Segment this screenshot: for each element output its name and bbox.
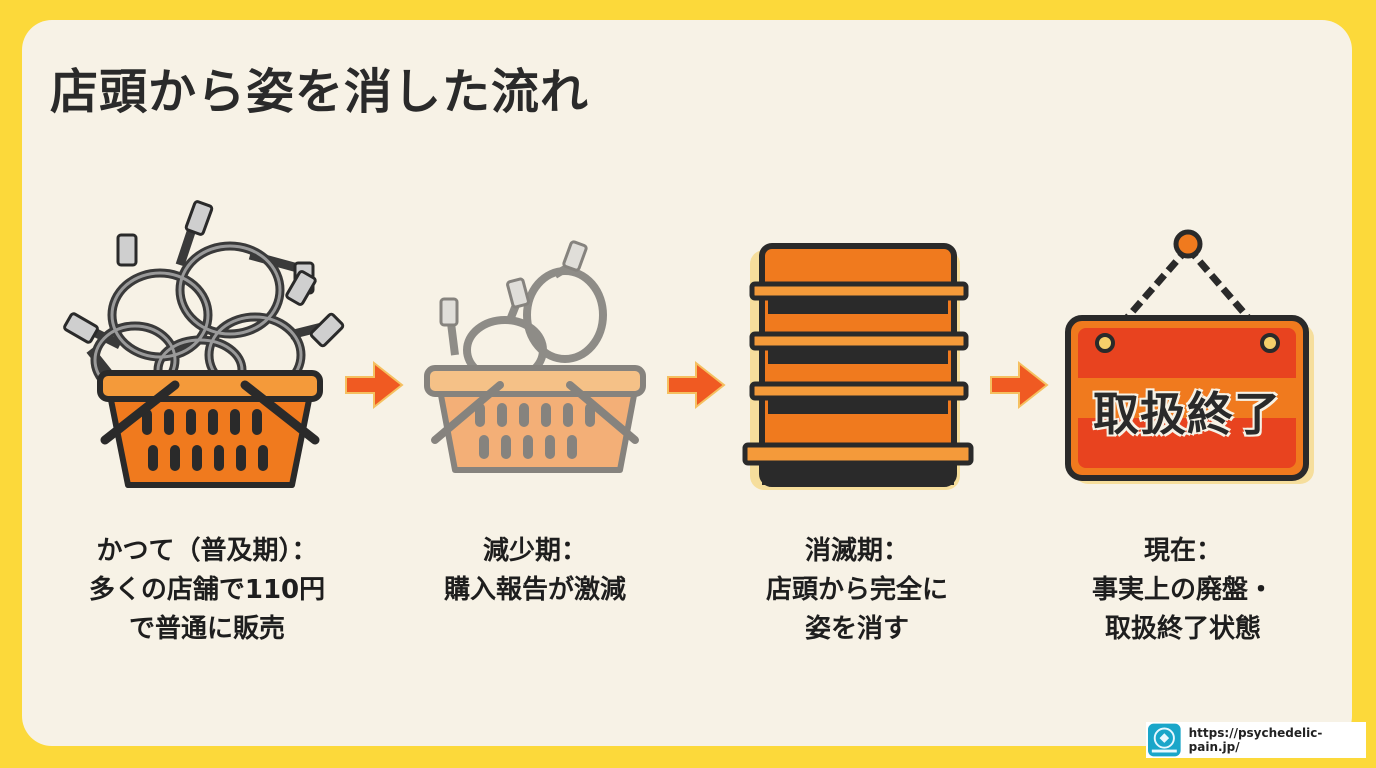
source-footer: https://psychedelic-pain.jp/ [1146,722,1366,758]
basket-full-of-cables-icon [63,200,345,488]
caption-line: 姿を消す [804,614,909,644]
caption-line: 多くの店舗で110円 [88,575,326,605]
arrow-right-icon [345,360,404,410]
caption-line: 購入報告が激減 [443,575,626,605]
caption-line: で普通に販売 [128,614,285,644]
caption-line: 消滅期： [804,536,909,566]
caption-line: 減少期： [482,536,587,566]
caption-line: かつて（普及期）： [96,536,318,566]
arrow-right-icon [990,360,1049,410]
caption-line: 取扱終了状態 [1104,614,1261,644]
empty-shelf-icon [742,243,974,490]
sign-text: 取扱終了 [1093,387,1281,441]
step-caption-1: かつて（普及期）： 多くの店舗で110円 で普通に販売 [57,532,357,649]
caption-line: 現在： [1143,536,1222,566]
hanging-sign: 取扱終了 [1060,228,1320,493]
device-hack-logo-icon [1148,723,1181,757]
page-title: 店頭から姿を消した流れ [50,64,590,120]
source-url[interactable]: https://psychedelic-pain.jp/ [1188,726,1323,754]
step-caption-3: 消滅期： 店頭から完全に 姿を消す [707,532,1007,649]
caption-line: 事実上の廃盤・ [1091,575,1274,605]
step-caption-2: 減少期： 購入報告が激減 [385,532,685,610]
hanging-sign-icon [1065,229,1314,484]
arrow-right-icon [667,360,726,410]
caption-line: 店頭から完全に [765,575,948,605]
step-caption-4: 現在： 事実上の廃盤・ 取扱終了状態 [1033,532,1333,649]
basket-few-cables-icon [424,240,646,473]
